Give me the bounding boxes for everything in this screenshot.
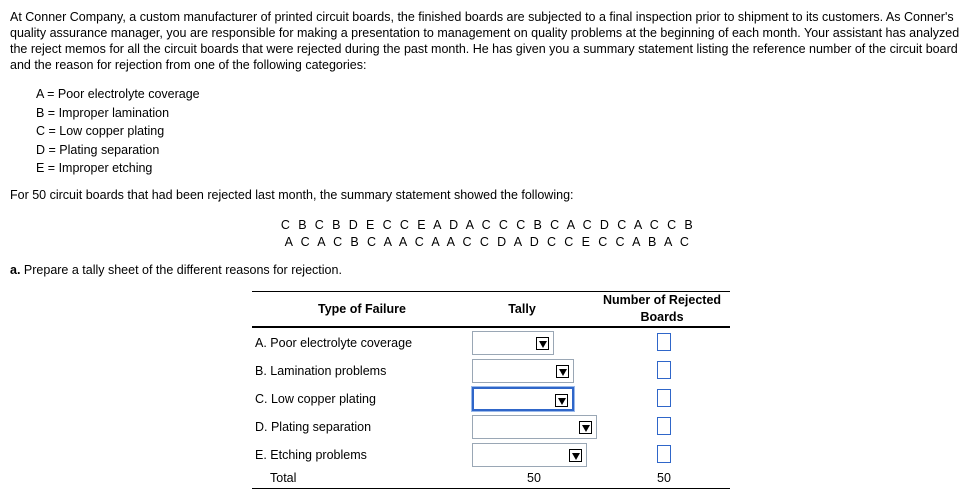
reject-sequence-line-1: C B C B D E C C E A D A C C C B C A C D … xyxy=(280,218,696,232)
category-a: A = Poor electrolyte coverage xyxy=(36,87,200,101)
problem-intro: At Conner Company, a custom manufacturer… xyxy=(10,10,960,72)
category-c: C = Low copper plating xyxy=(36,124,165,138)
category-list: A = Poor electrolyte coverage B = Improp… xyxy=(36,85,200,178)
tally-dropdown-d[interactable] xyxy=(472,415,597,439)
category-d: D = Plating separation xyxy=(36,142,160,157)
header-type-of-failure: Type of Failure xyxy=(318,302,406,316)
number-input-b[interactable] xyxy=(657,361,671,379)
dropdown-arrow-icon xyxy=(555,394,568,407)
dropdown-arrow-icon xyxy=(536,337,549,350)
part-a-letter: a. xyxy=(10,263,21,277)
table-bottom-rule xyxy=(252,488,730,489)
tally-table: Type of Failure Tally Number of Rejected… xyxy=(252,291,730,489)
dropdown-arrow-icon xyxy=(556,365,569,378)
category-b: B = Improper lamination xyxy=(36,105,170,120)
row-label-d: D. Plating separation xyxy=(255,420,372,434)
number-input-e[interactable] xyxy=(657,445,671,463)
total-tally: 50 xyxy=(527,471,541,485)
header-number-line-2: Boards xyxy=(640,310,684,324)
header-number-line-1: Number of Rejected xyxy=(602,293,722,307)
row-label-c: C. Low copper plating xyxy=(255,392,376,406)
tally-dropdown-a[interactable] xyxy=(472,331,554,355)
tally-dropdown-c[interactable] xyxy=(471,386,575,412)
dropdown-arrow-icon xyxy=(569,449,582,462)
number-input-a[interactable] xyxy=(657,333,671,351)
dropdown-arrow-icon xyxy=(579,421,592,434)
number-input-d[interactable] xyxy=(657,417,671,435)
row-label-a: A. Poor electrolyte coverage xyxy=(255,336,413,350)
total-label: Total xyxy=(270,471,297,485)
header-tally: Tally xyxy=(508,302,536,316)
table-header-rule xyxy=(252,326,730,328)
reject-sequence-line-2: A C A C B C A A C A A C C D A D C C E C … xyxy=(284,235,692,249)
tally-dropdown-e[interactable] xyxy=(472,443,587,467)
part-a-text: Prepare a tally sheet of the different r… xyxy=(20,263,342,277)
table-top-rule xyxy=(252,291,730,292)
part-a-instruction: a. Prepare a tally sheet of the differen… xyxy=(10,263,342,277)
summary-statement-text: For 50 circuit boards that had been reje… xyxy=(10,188,574,202)
category-e: E = Improper etching xyxy=(36,161,153,175)
row-label-e: E. Etching problems xyxy=(255,448,367,462)
number-input-c[interactable] xyxy=(657,389,671,407)
header-number-rejected: Number of Rejected Boards xyxy=(592,292,732,326)
total-number: 50 xyxy=(657,471,671,485)
row-label-b: B. Lamination problems xyxy=(255,364,387,378)
tally-dropdown-b[interactable] xyxy=(472,359,574,383)
